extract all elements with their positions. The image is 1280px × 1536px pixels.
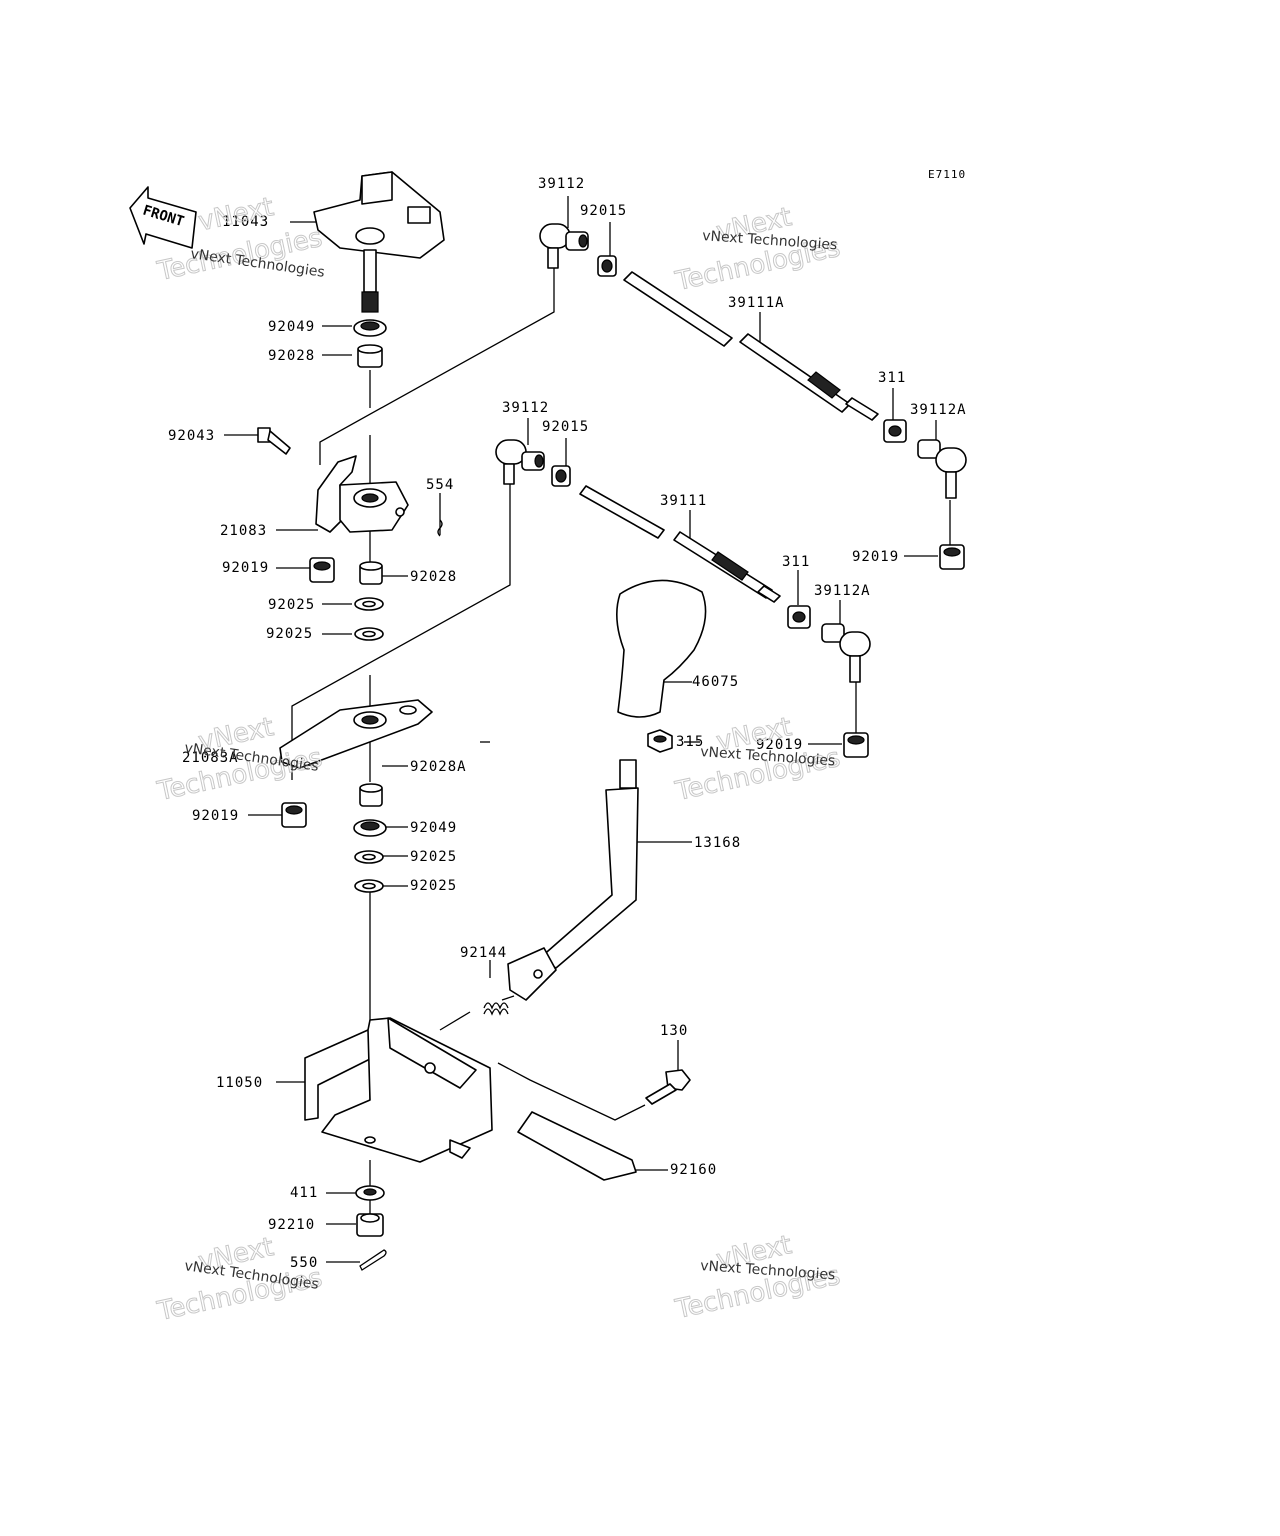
label-92028-b: 92028 <box>410 569 457 585</box>
label-13168: 13168 <box>694 835 741 851</box>
lever-13168 <box>507 759 639 1001</box>
nut-92210 <box>356 1213 384 1237</box>
label-92019-b: 92019 <box>192 808 239 824</box>
label-92015-b: 92015 <box>542 419 589 435</box>
nut-92019-a <box>309 557 335 583</box>
label-92025-a: 92025 <box>268 597 315 613</box>
arm-21083a <box>279 699 433 769</box>
nut-315 <box>647 729 673 753</box>
label-39112a-a: 39112A <box>910 402 967 418</box>
collar-92028-top <box>357 344 383 368</box>
label-130: 130 <box>660 1023 688 1039</box>
label-92043: 92043 <box>168 428 215 444</box>
label-92019-d: 92019 <box>756 737 803 753</box>
label-92144: 92144 <box>460 945 507 961</box>
pad-92160 <box>517 1111 637 1181</box>
label-92049-b: 92049 <box>410 820 457 836</box>
label-92025-b: 92025 <box>266 626 313 642</box>
bracket-11043 <box>313 171 445 313</box>
label-21083: 21083 <box>220 523 267 539</box>
ball-joint-39112a-a <box>917 439 967 499</box>
nut-92019-d <box>843 732 869 758</box>
ball-joint-39112-b <box>495 439 545 485</box>
collar-92028a <box>359 783 383 807</box>
label-46075: 46075 <box>692 674 739 690</box>
label-11050: 11050 <box>216 1075 263 1091</box>
label-92028a: 92028A <box>410 759 467 775</box>
label-92025-c: 92025 <box>410 849 457 865</box>
label-311-a: 311 <box>878 370 906 386</box>
ball-joint-39112-a <box>539 223 589 269</box>
nut-311-b <box>787 605 811 629</box>
washer-92025-a <box>354 597 384 611</box>
washer-92025-c <box>354 850 384 864</box>
nut-92015-a <box>597 255 617 277</box>
bearing-92049-top <box>353 319 387 337</box>
part-labels: 11043 92049 92028 92043 21083 554 92019 … <box>168 176 967 1271</box>
label-554: 554 <box>426 477 454 493</box>
rod-39111 <box>579 485 781 603</box>
spring-92144 <box>483 995 515 1016</box>
washer-92025-d <box>354 879 384 893</box>
cotter-pin-550 <box>359 1249 387 1271</box>
ball-joint-39112a-b <box>821 623 871 683</box>
washer-411 <box>355 1185 385 1201</box>
label-311-b: 311 <box>782 554 810 570</box>
label-39111: 39111 <box>660 493 707 509</box>
arm-21083 <box>315 455 409 533</box>
pin-554 <box>437 519 443 537</box>
knob-46075 <box>616 579 707 718</box>
diagram-code: E7110 <box>928 168 966 181</box>
rod-39111a <box>623 271 879 421</box>
nut-311-a <box>883 419 907 443</box>
front-arrow-icon: FRONT <box>129 186 197 249</box>
bracket-11050 <box>304 1017 493 1163</box>
label-39112a-b: 39112A <box>814 583 871 599</box>
label-21083a: 21083A <box>182 750 239 766</box>
label-92019-a: 92019 <box>222 560 269 576</box>
label-550: 550 <box>290 1255 318 1271</box>
label-315: 315 <box>676 734 704 750</box>
label-92160: 92160 <box>670 1162 717 1178</box>
label-39111a: 39111A <box>728 295 785 311</box>
label-39112-a: 39112 <box>538 176 585 192</box>
bearing-92049-b <box>353 819 387 837</box>
watermark-large-1: vNext <box>196 192 277 237</box>
washer-92025-b <box>354 627 384 641</box>
label-92210: 92210 <box>268 1217 315 1233</box>
label-92019-c: 92019 <box>852 549 899 565</box>
label-92028-a: 92028 <box>268 348 315 364</box>
label-11043: 11043 <box>222 214 269 230</box>
label-92015-a: 92015 <box>580 203 627 219</box>
bolt-92043 <box>257 427 291 455</box>
label-39112-b: 39112 <box>502 400 549 416</box>
label-92025-d: 92025 <box>410 878 457 894</box>
label-411: 411 <box>290 1185 318 1201</box>
nut-92015-b <box>551 465 571 487</box>
bolt-130 <box>645 1069 691 1105</box>
nut-92019-c <box>939 544 965 570</box>
collar-92028-b <box>359 561 383 585</box>
nut-92019-b <box>281 802 307 828</box>
label-92049-a: 92049 <box>268 319 315 335</box>
